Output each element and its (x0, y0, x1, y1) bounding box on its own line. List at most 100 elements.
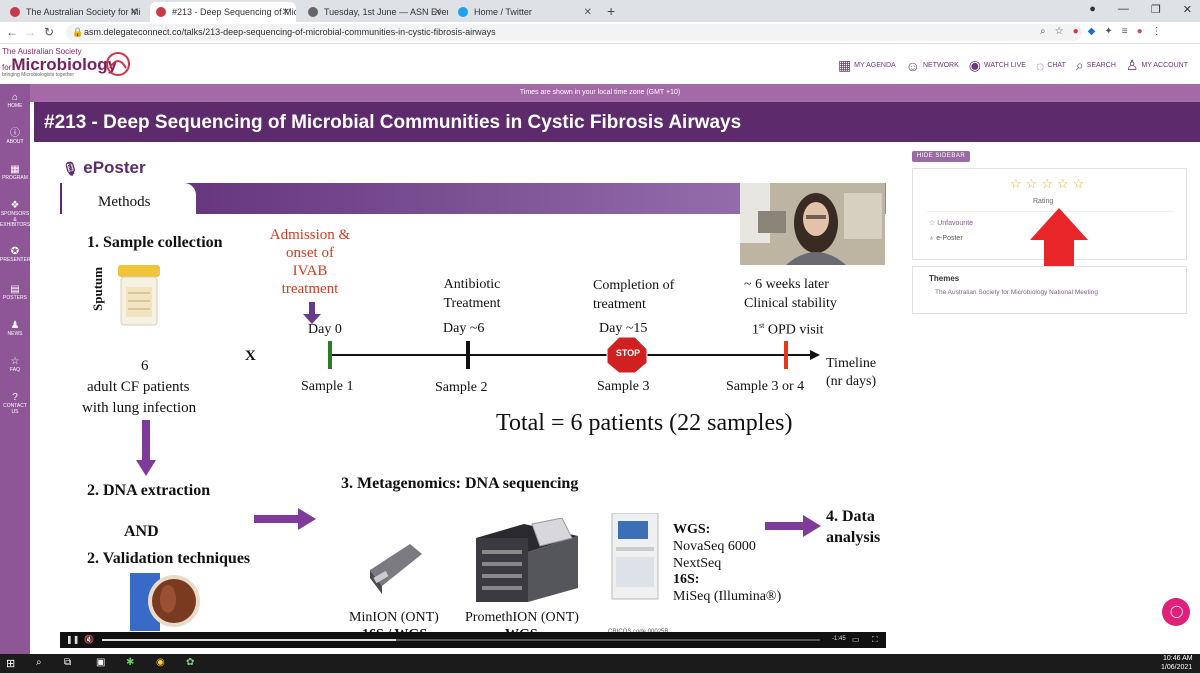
back-icon[interactable]: ← (6, 25, 18, 39)
minimize-icon[interactable]: — (1117, 3, 1129, 15)
rating-star-icon[interactable]: ☆ (1041, 176, 1053, 191)
browser-tab[interactable]: Home / Twitter ✕ (452, 2, 598, 22)
nav-search[interactable]: ⌕SEARCH (1075, 57, 1116, 73)
url-field[interactable]: asm.delegateconnect.co/talks/213-deep-se… (66, 24, 1082, 41)
calendar-icon: ▦ (10, 164, 20, 175)
timeline-graphic (328, 337, 820, 373)
times-mark: X (245, 348, 256, 364)
new-tab-button[interactable]: + (607, 3, 616, 19)
unfavourite-link[interactable]: ☆ Unfavourite (929, 220, 974, 227)
task-view-icon[interactable]: ⧉ (64, 657, 72, 668)
close-window-icon[interactable]: ✕ (1182, 4, 1192, 16)
rating-star-icon[interactable]: ☆ (1056, 176, 1069, 191)
reload-icon[interactable]: ↻ (44, 25, 55, 39)
rating-star-icon[interactable]: ☆ (1072, 176, 1085, 191)
chat-bubble-icon: ◯ (1170, 604, 1184, 618)
search-icon[interactable]: ⌕ (1040, 26, 1046, 37)
rating-star-icon[interactable]: ☆ (1010, 176, 1022, 191)
browser-tab[interactable]: Tuesday, 1st June — ASN Events ✕ (302, 2, 448, 22)
close-tab-icon[interactable]: ✕ (433, 6, 442, 18)
admission-arrow-icon (303, 302, 321, 324)
day6-label: Day ~6 (443, 321, 485, 336)
sidebar-item-sponsors[interactable]: ❖SPONSORS & EXHIBITORS (0, 200, 31, 228)
sidebar-item-home[interactable]: ⌂HOME (0, 92, 30, 110)
app-icon[interactable]: ✿ (186, 657, 195, 668)
step2b-label: 2. Validation techniques (87, 550, 251, 567)
themes-title: Themes (929, 274, 960, 283)
chrome-icon[interactable]: ◉ (156, 657, 165, 668)
divider (927, 211, 1173, 212)
close-tab-icon[interactable]: ✕ (129, 6, 138, 18)
adblock-icon[interactable]: ● (1072, 26, 1079, 37)
timeline-label: Timeline (nr days) (826, 356, 877, 389)
presenter-icon: ✪ (10, 246, 20, 257)
sidebar-item-faq[interactable]: ☆FAQ (0, 356, 30, 374)
extension-icon[interactable]: ◆ (1087, 26, 1096, 37)
eposter-link[interactable]: ♁ e-Poster (929, 235, 963, 242)
themes-panel: Themes The Australian Society for Microb… (912, 266, 1187, 314)
search-icon[interactable]: ⌕ (36, 657, 42, 668)
address-bar-row: ← → ↻ asm.delegateconnect.co/talks/213-d… (0, 22, 1200, 44)
browser-tab[interactable]: The Australian Society for Mi ✕ (4, 2, 144, 22)
close-tab-icon[interactable]: ✕ (583, 6, 592, 18)
bookmark-star-icon[interactable]: ☆ (1054, 26, 1064, 37)
chat-icon: ◌ (1035, 57, 1045, 74)
sample2-label: Sample 2 (435, 380, 488, 395)
video-controls: ❚❚ 🔇 -1:45 ▭ ⛶ (60, 632, 886, 648)
lock-icon[interactable]: 🔒 (72, 27, 84, 37)
browser-tab-active[interactable]: #213 - Deep Sequencing of Micr ✕ (150, 2, 296, 22)
rating-stars: ☆ ☆ ☆ ☆ ☆ (1010, 176, 1084, 192)
app-icon[interactable]: ▣ (96, 657, 106, 668)
home-icon: ⌂ (11, 92, 19, 103)
forward-icon[interactable]: → (24, 25, 36, 39)
fullscreen-icon[interactable]: ⛶ (872, 635, 878, 644)
nav-my-agenda[interactable]: ▦MY AGENDA (837, 57, 896, 73)
sidebar-item-presenters[interactable]: ✪PRESENTERS (0, 246, 34, 263)
camera-icon: ◉ (968, 57, 981, 73)
handshake-icon: ❖ (10, 200, 20, 211)
site-favicon-icon (10, 7, 20, 17)
pip-icon[interactable]: ▭ (852, 635, 860, 644)
pause-icon[interactable]: ❚❚ (66, 635, 80, 644)
rating-star-icon[interactable]: ☆ (1025, 176, 1038, 191)
video-player[interactable]: Methods 1. Sample collection Sputum 6 ad… (60, 183, 886, 648)
sample34-label: Sample 3 or 4 (726, 379, 805, 394)
menu-icon[interactable]: ⋮ (1151, 26, 1162, 37)
nav-chat[interactable]: ◌CHAT (1035, 57, 1066, 74)
sidebar-item-news[interactable]: ♟NEWS (0, 320, 30, 338)
slack-icon[interactable]: ✱ (126, 657, 135, 668)
site-logo[interactable]: The Australian Society forMicrobiology b… (2, 47, 118, 78)
mute-icon[interactable]: 🔇 (84, 635, 94, 644)
avatar[interactable]: ● (1136, 26, 1143, 37)
annotation-arrow-icon (1030, 208, 1088, 278)
maximize-icon[interactable]: ❐ (1150, 4, 1161, 16)
chat-button[interactable]: ◯ (1162, 598, 1190, 626)
minion-device-image (370, 544, 422, 594)
sidebar-item-program[interactable]: ▦PROGRAM (0, 164, 30, 182)
close-tab-icon[interactable]: ✕ (281, 6, 290, 18)
hide-sidebar-button[interactable]: HIDE SIDEBAR (912, 151, 970, 162)
nav-watch-live[interactable]: ◉WATCH LIVE (968, 57, 1026, 73)
twitter-icon (458, 7, 468, 17)
sputum-label: Sputum (90, 266, 105, 311)
sidebar-item-posters[interactable]: ▤POSTERS (0, 284, 30, 302)
antibiotic-label: Antibiotic Treatment (443, 277, 501, 311)
windows-start-icon[interactable]: ⊞ (6, 658, 16, 670)
puzzle-icon[interactable]: ✦ (1104, 26, 1113, 37)
sidebar-item-contact[interactable]: ?CONTACT US (0, 392, 30, 415)
theme-link[interactable]: The Australian Society for Microbiology … (935, 289, 1098, 296)
patients-line2: with lung infection (82, 400, 197, 416)
opd-label: 1st OPD visit (752, 321, 824, 338)
profile-menu-icon[interactable]: ● (1089, 3, 1096, 15)
nav-my-account[interactable]: ♙MY ACCOUNT (1125, 57, 1188, 73)
wgs-platform-1: NovaSeq 6000 (673, 539, 756, 554)
nav-network[interactable]: ☺NETWORK (905, 57, 959, 74)
site-header: The Australian Society forMicrobiology b… (0, 44, 1200, 84)
wgs-platform-2: NextSeq (673, 556, 722, 571)
completion-label: Completion of treatment (593, 278, 675, 312)
media-icon[interactable]: ≡ (1121, 26, 1128, 37)
progress-track[interactable] (102, 639, 820, 641)
presenter-webcam (740, 183, 885, 265)
